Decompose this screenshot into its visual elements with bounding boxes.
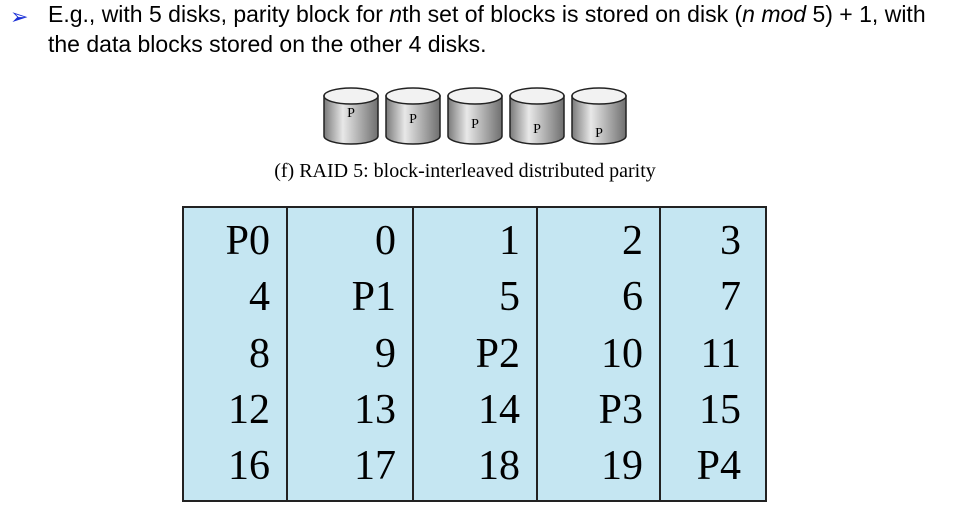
table-cell: 6 — [622, 274, 643, 321]
table-cell: 15 — [699, 386, 741, 433]
figure-caption: (f) RAID 5: block-interleaved distribute… — [274, 160, 656, 182]
table-cell: P0 — [225, 218, 270, 264]
bullet-text: E.g., with 5 disks, parity block for nth… — [48, 1, 926, 57]
disk-column: 2 6 10 P3 19 — [538, 208, 661, 500]
disk-label: P — [595, 126, 603, 141]
table-cell: 2 — [622, 218, 643, 264]
table-cell: 7 — [720, 274, 741, 321]
table-cell: 19 — [601, 443, 643, 489]
raid5-block-table: P0 4 8 12 16 0 P1 9 13 17 1 5 P2 14 18 2… — [182, 206, 767, 502]
disk-array: P P P P P — [322, 86, 632, 148]
table-cell: 12 — [228, 386, 270, 433]
arrow-bullet-icon: ➢ — [10, 4, 29, 29]
table-cell: 8 — [249, 330, 270, 377]
disk-column: 3 7 11 15 P4 — [661, 208, 765, 500]
table-cell: 16 — [228, 443, 270, 489]
table-cell: 10 — [601, 330, 643, 377]
disk-cylinder-icon: P — [384, 86, 442, 146]
table-cell: 11 — [700, 330, 741, 377]
table-cell: 4 — [249, 274, 270, 321]
table-cell: 0 — [375, 218, 396, 264]
table-cell: P1 — [351, 274, 396, 321]
disk-column: P0 4 8 12 16 — [184, 208, 288, 500]
table-cell: 13 — [354, 386, 396, 433]
disk-label: P — [471, 117, 479, 132]
table-cell: 18 — [478, 443, 520, 489]
table-cell: 17 — [354, 443, 396, 489]
table-cell: P4 — [696, 443, 741, 489]
disk-label: P — [533, 122, 541, 137]
table-cell: 9 — [375, 330, 396, 377]
table-cell: 1 — [499, 218, 520, 264]
disk-column: 1 5 P2 14 18 — [414, 208, 538, 500]
table-cell: 3 — [720, 218, 741, 264]
disk-cylinder-icon: P — [570, 86, 628, 146]
table-cell: P3 — [598, 386, 643, 433]
disk-label: P — [347, 106, 355, 121]
disk-cylinder-icon: P — [508, 86, 566, 146]
disk-label: P — [409, 112, 417, 127]
disk-column: 0 P1 9 13 17 — [288, 208, 414, 500]
disk-cylinder-icon: P — [446, 86, 504, 146]
disk-cylinder-icon: P — [322, 86, 380, 146]
table-cell: 5 — [499, 274, 520, 321]
table-cell: P2 — [475, 330, 520, 377]
table-cell: 14 — [478, 386, 520, 433]
